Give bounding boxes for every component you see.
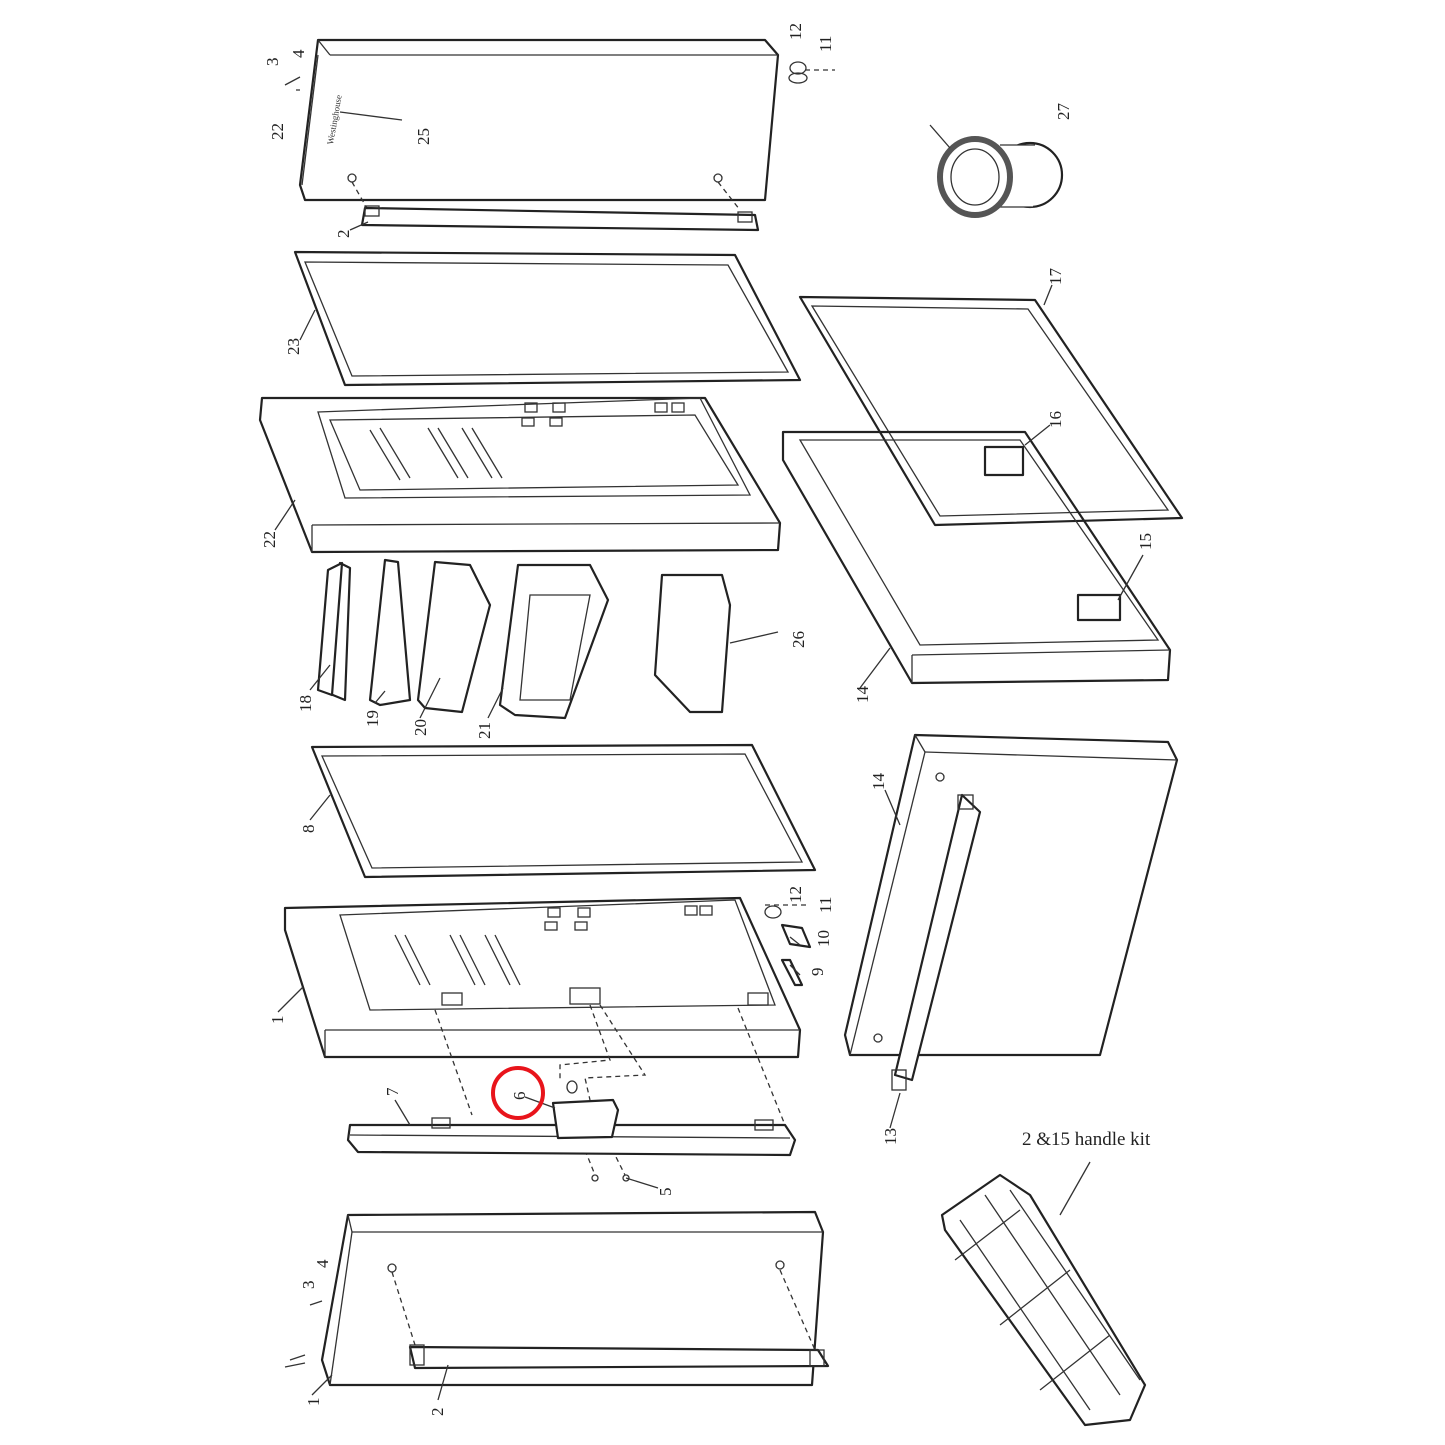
part-number-labels: 3 4 22 25 2 12 11 27 23 17 16 22 15 26 1… bbox=[260, 23, 1155, 1416]
label-15: 15 bbox=[1136, 533, 1155, 550]
label-14: 14 bbox=[869, 773, 888, 791]
label-19: 19 bbox=[363, 710, 382, 727]
label-5: 5 bbox=[656, 1188, 675, 1197]
part-9-10-11-12-hinge-lower bbox=[764, 904, 812, 987]
label-2: 2 bbox=[334, 230, 353, 239]
part-7-bottom-rail bbox=[346, 1080, 797, 1189]
label-20: 20 bbox=[411, 719, 430, 736]
part-19-tray bbox=[368, 558, 412, 707]
label-26: 26 bbox=[789, 631, 808, 648]
label-9: 9 bbox=[808, 968, 827, 977]
part-26-cover bbox=[653, 573, 779, 714]
callout-leaders bbox=[274, 221, 1144, 1401]
label-6: 6 bbox=[510, 1092, 529, 1101]
label-12: 12 bbox=[786, 23, 805, 40]
part-22-inner-liner bbox=[258, 396, 782, 554]
part-18-egg-tray bbox=[316, 561, 352, 702]
label-11: 11 bbox=[816, 36, 835, 52]
part-21-bin bbox=[498, 563, 610, 720]
part-27-filter bbox=[929, 124, 1064, 218]
label-12: 12 bbox=[786, 886, 805, 903]
part-screw-3-4-top bbox=[284, 76, 301, 91]
label-3: 3 bbox=[263, 58, 282, 67]
part-8-gasket bbox=[310, 743, 817, 879]
label-7: 7 bbox=[383, 1087, 402, 1096]
label-21: 21 bbox=[475, 722, 494, 739]
part-door-outer-top: Westinghouse bbox=[298, 38, 780, 211]
label-8: 8 bbox=[299, 825, 318, 834]
part-1-door-outer-lower bbox=[284, 1210, 825, 1387]
label-13: 13 bbox=[881, 1128, 900, 1145]
part-17-gasket bbox=[798, 295, 1184, 527]
label-4: 4 bbox=[289, 49, 308, 58]
label-27: 27 bbox=[1054, 103, 1073, 121]
part-23-gasket bbox=[293, 250, 802, 387]
part-14-inner-liner-right bbox=[781, 430, 1172, 685]
label-14: 14 bbox=[853, 686, 872, 704]
label-11: 11 bbox=[816, 897, 835, 913]
label-23: 23 bbox=[284, 338, 303, 355]
label-25: 25 bbox=[414, 128, 433, 145]
part-20-bin bbox=[416, 560, 492, 714]
handle-kit-label: 2 &15 handle kit bbox=[1022, 1129, 1151, 1150]
label-10: 10 bbox=[814, 930, 833, 947]
label-2: 2 bbox=[428, 1408, 447, 1417]
label-17: 17 bbox=[1046, 268, 1065, 286]
label-3: 3 bbox=[299, 1281, 318, 1290]
part-1-inner-liner bbox=[283, 896, 802, 1059]
assembly-leader-lines bbox=[434, 1004, 786, 1176]
label-18: 18 bbox=[296, 695, 315, 712]
label-22: 22 bbox=[260, 531, 279, 548]
part-hinge-12-11-top bbox=[788, 61, 835, 84]
label-1: 1 bbox=[268, 1016, 287, 1025]
part-handle-kit bbox=[940, 1161, 1147, 1427]
part-14-door-outer bbox=[843, 733, 1179, 1091]
label-4: 4 bbox=[313, 1259, 332, 1268]
label-22: 22 bbox=[268, 123, 287, 140]
part-handle-2-top bbox=[360, 205, 760, 232]
label-1: 1 bbox=[304, 1398, 323, 1407]
part-2-handle-lower bbox=[408, 1344, 830, 1370]
highlight-circle-part-6 bbox=[491, 1066, 545, 1120]
label-16: 16 bbox=[1046, 411, 1065, 428]
